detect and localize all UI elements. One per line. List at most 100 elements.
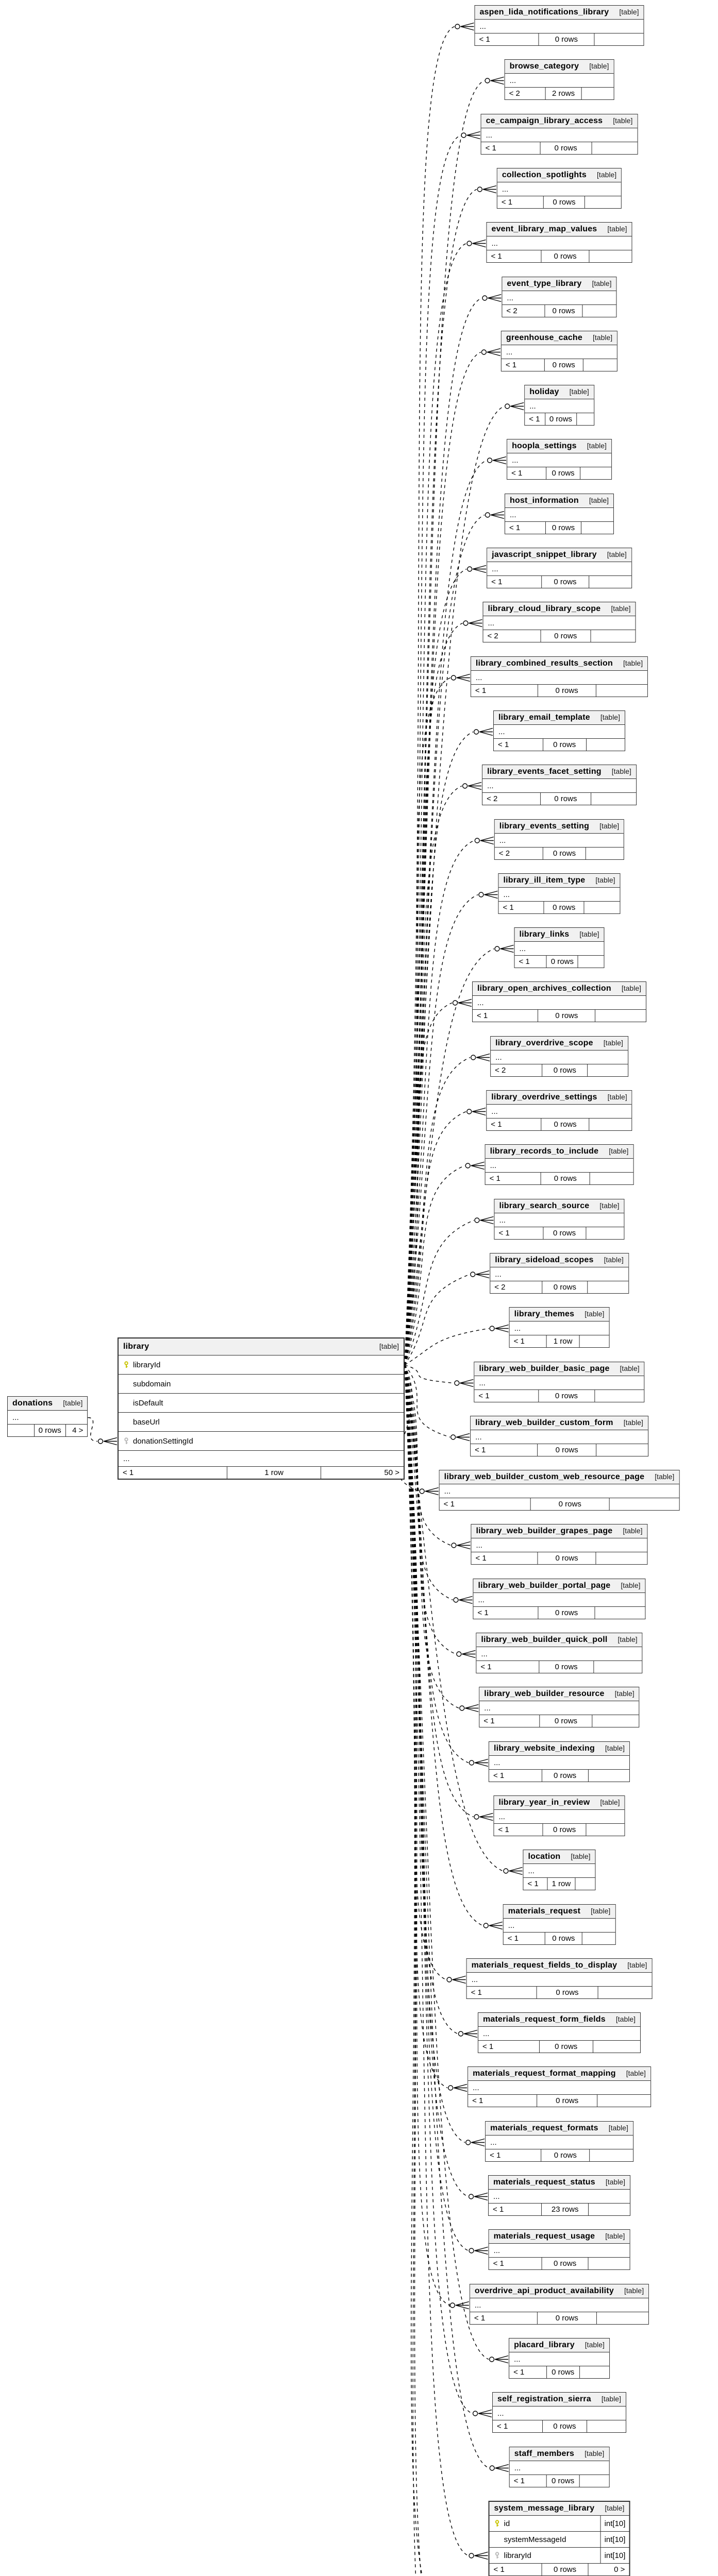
table-name[interactable]: self_registration_sierra [497, 2395, 591, 2403]
table-name[interactable]: library_records_to_include [490, 1147, 599, 1156]
ellipsis-label: ... [488, 618, 495, 628]
related-table-materials_request_form_fields[interactable]: materials_request_form_fields[table]...<… [477, 2012, 641, 2053]
related-table-library_events_facet_setting[interactable]: library_events_facet_setting[table]...< … [482, 765, 637, 805]
table-name[interactable]: library_year_in_review [498, 1798, 590, 1807]
table-name[interactable]: library_website_indexing [493, 1744, 595, 1753]
table-name[interactable]: library_web_builder_portal_page [478, 1581, 611, 1590]
related-table-aspen_lida_notifications_library[interactable]: aspen_lida_notifications_library[table].… [474, 5, 644, 46]
table-name[interactable]: holiday [529, 387, 559, 396]
table-name[interactable]: library_search_source [499, 1201, 590, 1210]
donations-table-name[interactable]: donations [12, 1399, 53, 1408]
table-name[interactable]: materials_request [508, 1907, 581, 1916]
table-name[interactable]: library_events_facet_setting [487, 767, 602, 776]
table-name[interactable]: materials_request_format_mapping [473, 2069, 616, 2078]
related-table-library_combined_results_section[interactable]: library_combined_results_section[table].… [470, 656, 648, 697]
table-name[interactable]: library_web_builder_resource [484, 1689, 605, 1698]
table-name[interactable]: aspen_lida_notifications_library [479, 8, 609, 16]
donations-table[interactable]: donations [table] ... 0 rows 4 > [7, 1396, 88, 1437]
table-name[interactable]: system_message_library [494, 2504, 595, 2513]
table-name[interactable]: library_sideload_scopes [495, 1256, 594, 1264]
table-name[interactable]: library_events_setting [499, 822, 590, 831]
related-table-library_web_builder_quick_poll[interactable]: library_web_builder_quick_poll[table]...… [476, 1633, 643, 1673]
related-table-library_web_builder_grapes_page[interactable]: library_web_builder_grapes_page[table]..… [471, 1524, 648, 1565]
table-name[interactable]: event_library_map_values [491, 225, 597, 233]
table-name[interactable]: library_overdrive_scope [495, 1039, 593, 1047]
table-name[interactable]: library_web_builder_custom_web_resource_… [444, 1472, 645, 1481]
table-name[interactable]: staff_members [514, 2449, 575, 2458]
related-table-library_cloud_library_scope[interactable]: library_cloud_library_scope[table]...< 2… [482, 602, 636, 642]
table-name[interactable]: javascript_snippet_library [492, 550, 597, 559]
table-name[interactable]: library_ill_item_type [503, 876, 586, 885]
related-table-library_web_builder_resource[interactable]: library_web_builder_resource[table]...< … [479, 1687, 640, 1727]
table-name[interactable]: location [528, 1852, 561, 1861]
library-table-name[interactable]: library [123, 1342, 149, 1351]
table-name[interactable]: library_cloud_library_scope [488, 604, 601, 613]
table-name[interactable]: library_web_builder_grapes_page [476, 1527, 613, 1535]
table-name[interactable]: library_web_builder_basic_page [479, 1364, 610, 1373]
table-name[interactable]: materials_request_form_fields [482, 2015, 606, 2024]
table-name[interactable]: overdrive_api_product_availability [474, 2286, 614, 2295]
table-name[interactable]: browse_category [509, 62, 579, 71]
table-name[interactable]: library_open_archives_collection [477, 984, 611, 993]
table-name[interactable]: library_email_template [498, 713, 590, 722]
related-table-materials_request_fields_to_display[interactable]: materials_request_fields_to_display[tabl… [466, 1958, 653, 1999]
related-table-library_open_archives_collection[interactable]: library_open_archives_collection[table].… [472, 981, 646, 1022]
related-table-overdrive_api_product_availability[interactable]: overdrive_api_product_availability[table… [469, 2284, 649, 2325]
table-name[interactable]: library_web_builder_quick_poll [481, 1635, 608, 1644]
table-name[interactable]: materials_request_status [493, 2178, 595, 2187]
table-name[interactable]: greenhouse_cache [506, 333, 583, 342]
table-name[interactable]: event_type_library [507, 279, 582, 288]
table-name[interactable]: materials_request_usage [493, 2232, 595, 2241]
related-table-library_web_builder_custom_web_resource_page[interactable]: library_web_builder_custom_web_resource_… [439, 1470, 680, 1511]
table-name[interactable]: library_overdrive_settings [491, 1093, 597, 1101]
table-name[interactable]: ce_campaign_library_access [486, 116, 603, 125]
table-type-tag: [table] [585, 2449, 605, 2458]
related-table-library_web_builder_basic_page[interactable]: library_web_builder_basic_page[table]...… [474, 1362, 645, 1402]
table-name[interactable]: placard_library [514, 2341, 575, 2349]
related-table-library_web_builder_portal_page[interactable]: library_web_builder_portal_page[table]..… [473, 1579, 646, 1619]
table-name[interactable]: library_web_builder_custom_form [475, 1418, 613, 1427]
table-name[interactable]: host_information [509, 496, 579, 505]
related-table-materials_request_format_mapping[interactable]: materials_request_format_mapping[table].… [467, 2066, 651, 2107]
table-name[interactable]: hoopla_settings [512, 442, 577, 450]
related-table-library_web_builder_custom_form[interactable]: library_web_builder_custom_form[table]..… [470, 1416, 648, 1456]
table-name[interactable]: materials_request_formats [490, 2124, 598, 2132]
table-name[interactable]: materials_request_fields_to_display [471, 1961, 617, 1970]
table-name[interactable]: collection_spotlights [502, 171, 587, 179]
table-name[interactable]: library_combined_results_section [475, 659, 613, 668]
table-name[interactable]: library_themes [514, 1310, 575, 1318]
table-name[interactable]: library_links [519, 930, 570, 939]
